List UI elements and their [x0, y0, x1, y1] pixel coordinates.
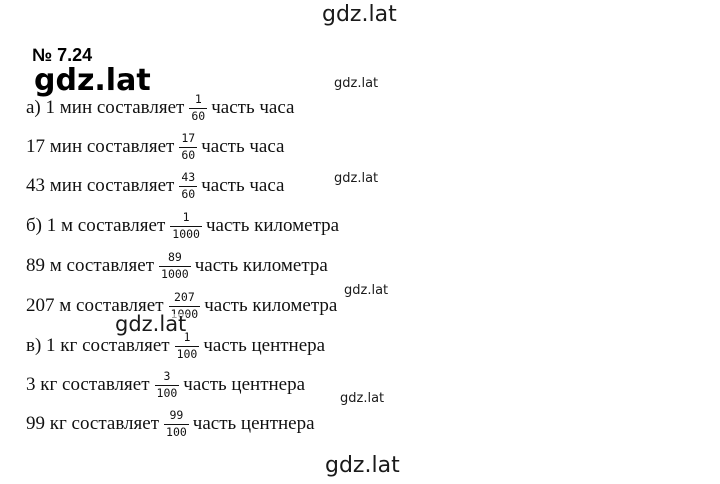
answer-line: б) 1 м составляет 1 1000 часть километра [26, 206, 339, 246]
line-text-after: часть часа [201, 136, 285, 157]
answer-line: 3 кг составляет 3 100 часть центнера [26, 365, 305, 405]
fraction-numerator: 99 [169, 408, 184, 423]
fraction-numerator: 1 [194, 92, 202, 107]
line-text-before: 17 мин составляет [26, 136, 175, 157]
fraction-denominator: 100 [154, 384, 180, 400]
watermark-small: gdz.lat [340, 391, 385, 406]
line-text-before: а) 1 мин составляет [26, 97, 185, 118]
line-text-before: 43 мин составляет [26, 175, 175, 196]
line-text-after: часть километра [205, 215, 340, 236]
fraction-denominator: 60 [179, 146, 198, 162]
answer-line: 43 мин составляет 43 60 часть часа [26, 166, 284, 206]
watermark-small: gdz.lat [334, 171, 379, 186]
fraction: 1 60 [189, 92, 208, 123]
watermark-small: gdz.lat [334, 76, 379, 91]
fraction: 43 60 [179, 170, 198, 201]
line-text-after: часть часа [211, 97, 295, 118]
line-text-after: часть километра [204, 295, 338, 316]
watermark-small: gdz.lat [344, 283, 389, 298]
line-text-before: 99 кг составляет [26, 413, 160, 434]
watermark-bottom: gdz.lat [325, 453, 400, 478]
fraction-numerator: 207 [173, 290, 195, 305]
line-text-before: 89 м составляет [26, 255, 155, 276]
fraction-denominator: 100 [164, 423, 189, 439]
fraction-numerator: 1 [183, 330, 191, 345]
fraction: 89 1000 [159, 251, 191, 280]
fraction: 99 100 [164, 409, 189, 438]
fraction: 17 60 [179, 131, 198, 162]
problem-number: № 7.24 [32, 45, 93, 65]
watermark-large: gdz.lat [34, 63, 151, 98]
line-text-after: часть центнера [183, 374, 306, 395]
fraction-numerator: 43 [181, 170, 196, 185]
answer-line: а) 1 мин составляет 1 60 часть часа [26, 88, 294, 128]
watermark-top: gdz.lat [322, 2, 397, 27]
fraction-denominator: 60 [179, 185, 198, 201]
line-text-after: часть центнера [192, 413, 315, 434]
line-text-after: часть центнера [203, 335, 326, 356]
line-text-before: б) 1 м составляет [26, 215, 166, 236]
fraction: 3 100 [154, 369, 180, 400]
fraction-denominator: 1000 [159, 265, 191, 281]
fraction-denominator: 60 [189, 107, 208, 123]
answer-line: 17 мин составляет 17 60 часть часа [26, 127, 284, 167]
fraction-denominator: 1000 [170, 225, 202, 241]
line-text-after: часть километра [194, 255, 328, 276]
fraction: 1 100 [174, 330, 200, 361]
line-text-after: часть часа [201, 175, 285, 196]
fraction-denominator: 100 [174, 345, 200, 361]
fraction-numerator: 89 [167, 250, 182, 265]
answer-line: 89 м составляет 89 1000 часть километра [26, 246, 328, 286]
answer-line: 207 м составляет 207 1000 часть километр… [26, 286, 337, 326]
line-text-before: в) 1 кг составляет [26, 335, 170, 356]
answer-line: 99 кг составляет 99 100 часть центнера [26, 404, 315, 444]
fraction: 1 1000 [170, 211, 202, 240]
answer-line: в) 1 кг составляет 1 100 часть центнера [26, 326, 325, 366]
fraction-numerator: 3 [163, 369, 171, 384]
watermark-middle: gdz.lat [115, 312, 187, 336]
fraction-numerator: 17 [181, 131, 196, 146]
line-text-before: 3 кг составляет [26, 374, 150, 395]
line-text-before: 207 м составляет [26, 295, 164, 316]
fraction-numerator: 1 [182, 210, 190, 225]
